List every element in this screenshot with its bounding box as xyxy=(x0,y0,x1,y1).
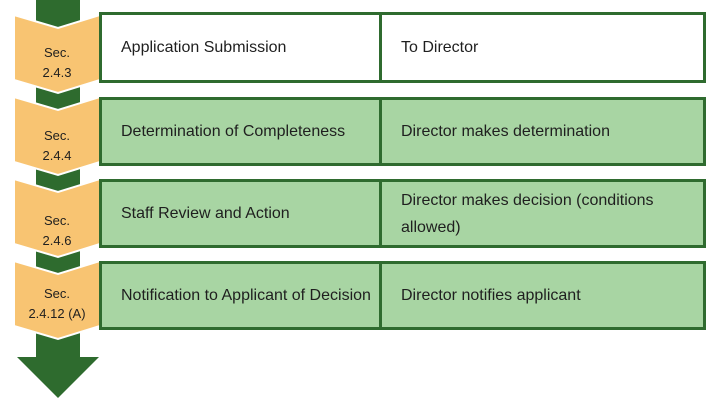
section-label-1: Sec. 2.4.3 xyxy=(14,43,100,83)
section-number: 2.4.6 xyxy=(42,233,72,248)
section-number: 2.4.3 xyxy=(42,65,72,80)
section-chevron-1 xyxy=(13,13,100,95)
section-label-3: Sec. 2.4.6 xyxy=(14,211,100,251)
responsible-party: Director notifies applicant xyxy=(401,287,581,304)
step-name: Staff Review and Action xyxy=(102,182,382,245)
responsible-party: Director makes determination xyxy=(401,123,610,140)
section-label-4: Sec. 2.4.12 (A) xyxy=(14,284,100,324)
section-prefix: Sec. xyxy=(43,45,70,60)
section-prefix: Sec. xyxy=(43,128,70,143)
step-name: Notification to Applicant of Decision xyxy=(102,264,382,327)
process-row-1: Application Submission To Director xyxy=(99,12,706,83)
process-row-2: Determination of Completeness Director m… xyxy=(99,97,706,166)
step-name: Application Submission xyxy=(102,15,382,80)
section-number: 2.4.4 xyxy=(42,148,72,163)
step-name: Determination of Completeness xyxy=(102,100,382,163)
section-chevron-4 xyxy=(13,259,100,341)
section-prefix: Sec. xyxy=(43,213,70,228)
process-flow-arrow xyxy=(13,0,100,398)
responsible-party: Director makes decision (conditions allo… xyxy=(401,191,654,236)
section-number: 2.4.12 (A) xyxy=(28,306,86,321)
section-prefix: Sec. xyxy=(43,286,70,301)
section-label-2: Sec. 2.4.4 xyxy=(14,126,100,166)
process-row-3: Staff Review and Action Director makes d… xyxy=(99,179,706,248)
section-chevron-2 xyxy=(13,95,100,177)
responsible-party: To Director xyxy=(401,39,479,56)
section-chevron-3 xyxy=(13,177,100,259)
process-row-4: Notification to Applicant of Decision Di… xyxy=(99,261,706,330)
